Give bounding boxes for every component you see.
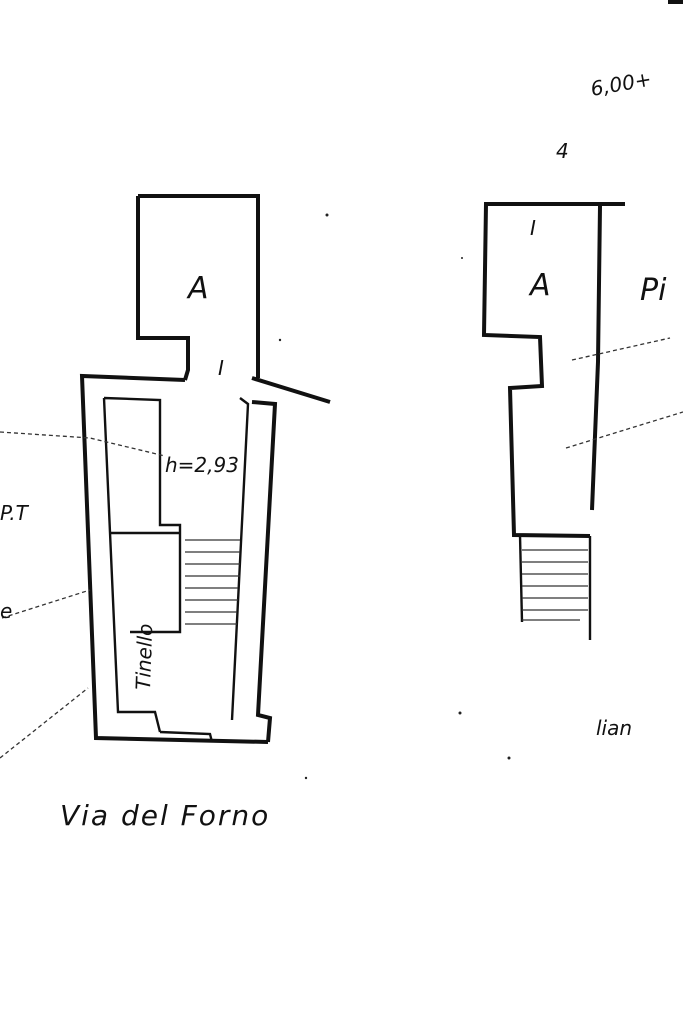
left-room-label: A xyxy=(186,271,209,306)
top-mark: 4 xyxy=(556,139,569,163)
right-outer-wall xyxy=(481,202,625,538)
right-room-label: A xyxy=(528,268,551,303)
leader-line-low xyxy=(0,687,89,759)
left-right-inner-wall xyxy=(230,397,250,721)
left-bottom-opening xyxy=(159,730,214,743)
left-stairs xyxy=(185,539,240,625)
height-note: h=2,93 xyxy=(165,453,239,477)
right-bottom-text: lian xyxy=(596,716,632,740)
right-edge-text: Pi xyxy=(640,273,667,308)
right-plan xyxy=(481,202,683,640)
right-leader-lower xyxy=(565,411,683,449)
scan-specks xyxy=(278,213,511,780)
left-right-wall xyxy=(251,376,331,743)
left-outer-wall xyxy=(79,373,269,744)
right-stairs xyxy=(518,534,592,640)
left-plan xyxy=(0,194,331,759)
street-name: Via del Forno xyxy=(60,799,270,832)
left-door-mark: I xyxy=(218,356,224,380)
left-edge-text-pt: P.T xyxy=(0,501,30,525)
room-name-tinello: Tinello xyxy=(131,623,157,690)
leader-line-height xyxy=(0,431,166,457)
right-door-mark: I xyxy=(530,216,536,240)
leader-line-mid xyxy=(1,589,91,619)
right-inner-wall xyxy=(590,205,602,511)
right-leader-upper xyxy=(571,337,671,361)
left-inner-wall xyxy=(102,396,182,733)
top-right-note: 6,00+ xyxy=(589,67,654,101)
left-upper-room-wall xyxy=(136,194,260,381)
corner-mark xyxy=(668,0,683,4)
left-edge-text-e: e xyxy=(0,599,12,623)
